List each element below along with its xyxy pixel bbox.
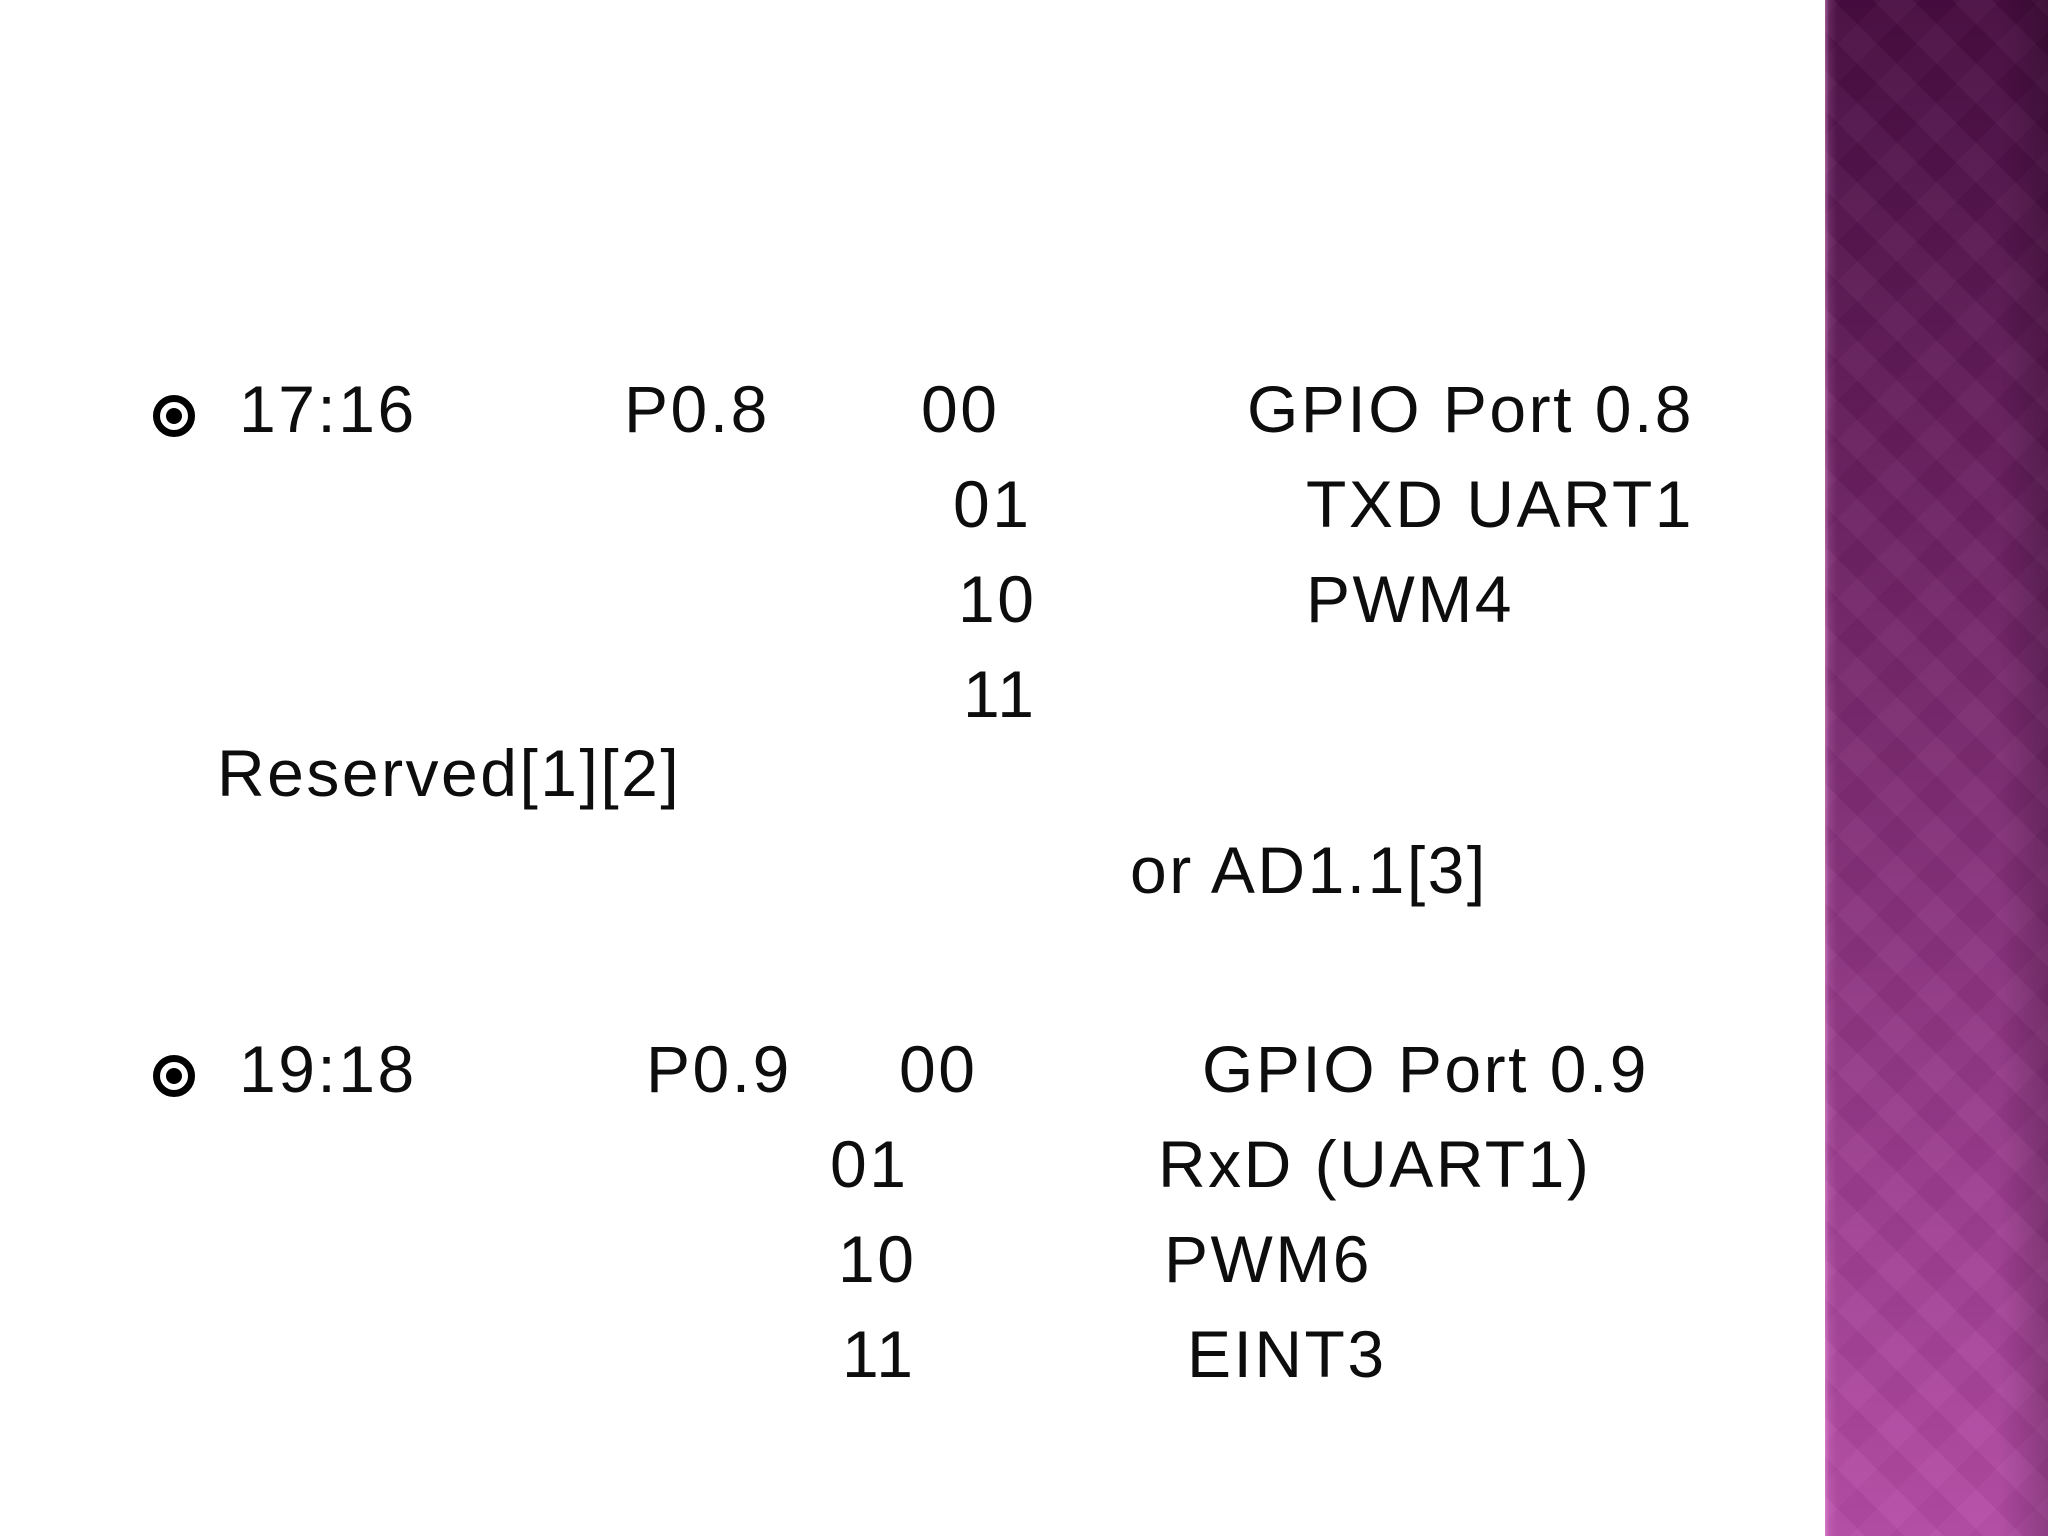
option-code: 01 <box>953 467 1032 541</box>
option-function: RxD (UART1) <box>1158 1127 1592 1201</box>
fisheye-bullet-icon <box>153 1055 195 1097</box>
option-code: 11 <box>963 657 1037 731</box>
option-code: 10 <box>958 562 1037 636</box>
reserved-note: Reserved[1][2] <box>217 736 682 810</box>
bit-range-label: 19:18 <box>239 1032 417 1106</box>
pin-name-label: P0.9 <box>646 1032 792 1106</box>
fisheye-bullet-icon <box>153 395 195 437</box>
option-code: 01 <box>830 1127 909 1201</box>
option-function: PWM4 <box>1306 562 1514 636</box>
option-function: TXD UART1 <box>1306 467 1695 541</box>
gradient-accent-bar <box>1825 0 2048 1536</box>
bit-range-label: 17:16 <box>239 372 417 446</box>
option-code: 10 <box>838 1222 917 1296</box>
option-function: EINT3 <box>1187 1317 1387 1391</box>
option-code: 00 <box>921 372 1000 446</box>
option-code: 00 <box>899 1032 978 1106</box>
pin-name-label: P0.8 <box>624 372 770 446</box>
option-function: GPIO Port 0.9 <box>1202 1032 1649 1106</box>
alternate-function-note: or AD1.1[3] <box>1130 833 1488 907</box>
option-function: GPIO Port 0.8 <box>1247 372 1694 446</box>
option-code: 11 <box>842 1317 916 1391</box>
option-function: PWM6 <box>1164 1222 1372 1296</box>
